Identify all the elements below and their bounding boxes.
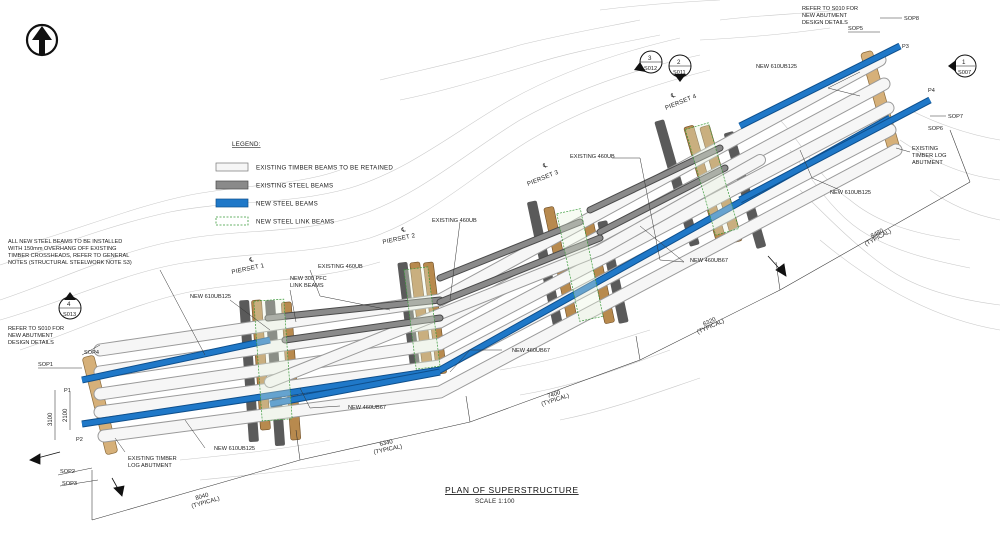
dimension-3100: 3100 [48,412,54,426]
point-p3: P3 [902,44,909,50]
label-new-610-a: NEW 610UB125 [190,294,231,300]
label-ex-460-a: EXISTING 460UB [318,264,363,270]
section-markers: 1 S007 2 S011 3 S012 4 S013 [58,50,977,320]
point-p2: P2 [76,437,83,443]
section-marker-2: 2 S011 [668,54,692,82]
section-1-number: 1 [962,59,966,66]
dimension-8040: 8040 [195,492,210,502]
notes: ALL NEW STEEL BEAMS TO BE INSTALLED WITH… [8,6,947,469]
dimension-6340-typical: (TYPICAL) [373,444,403,456]
pierset-3-label: PIERSET 3 [526,169,560,188]
point-sop5: SOP5 [848,26,863,32]
existing-steel-beams [264,144,729,344]
beams [81,42,932,443]
section-marker-1: 1 S007 [948,54,977,78]
dimension-6320: 6320 [702,317,717,328]
section-marker-3: 3 S012 [634,50,663,74]
legend-swatch-timber [215,162,249,172]
general-note-line3: TIMBER CROSSHEADS, REFER TO GENERAL [8,253,129,259]
legend-swatch-existing-steel [215,180,249,190]
left-abutment-note-line2: NEW ABUTMENT [8,333,54,339]
legend: LEGEND: EXISTING TIMBER BEAMS TO BE RETA… [215,141,393,226]
section-2-sheet: S011 [673,70,686,76]
timber-beams [93,53,903,443]
pierset-4-cl-symbol: ℄ [669,92,676,100]
label-new-460-a: NEW 460UB67 [348,405,386,411]
point-sop8: SOP8 [904,16,919,22]
pierset-2-cl-symbol: ℄ [400,226,407,234]
section-3-number: 3 [648,55,652,62]
right-abutment-note-line3: DESIGN DETAILS [802,20,848,26]
general-note-line2: WITH 150mm OVERHANG OFF EXISTING [8,246,116,252]
dimension-7400: 7400 [547,390,562,400]
drawing-title: PLAN OF SUPERSTRUCTURE SCALE 1:100 [445,485,579,505]
left-abutment-note-line3: DESIGN DETAILS [8,340,54,346]
point-sop7: SOP7 [948,114,963,120]
label-new-460-b: NEW 460UB67 [512,348,550,354]
section-4-number: 4 [67,301,71,308]
point-sop1: SOP1 [38,362,53,368]
point-p1: P1 [64,388,71,394]
section-3-sheet: S012 [644,66,657,72]
legend-swatch-new-steel [215,198,249,208]
legend-label-link-beams: NEW STEEL LINK BEAMS [256,219,334,226]
left-abutment-note-line1: REFER TO S010 FOR [8,326,64,332]
right-abutment-note-line1: REFER TO S010 FOR [802,6,858,12]
dimension-chains: 8040 (TYPICAL) 6340 (TYPICAL) 7400 (TYPI… [48,129,971,521]
general-note-line1: ALL NEW STEEL BEAMS TO BE INSTALLED [8,239,122,245]
drawing-title-main: PLAN OF SUPERSTRUCTURE [445,485,579,495]
new-steel-beams [81,42,932,428]
general-note-line4: NOTES (STRUCTURAL STEELWORK NOTE S3) [8,260,132,266]
section-cut-arrows [29,255,787,497]
beam-labels: NEW 610UB125 NEW 610UB125 NEW 610UB125 N… [190,64,871,452]
pierset-2-label: PIERSET 2 [382,232,416,246]
point-sop3: SOP3 [62,481,77,487]
setout-points: SOP4 SOP1 P1 P2 SOP2 SOP3 SOP5 SOP8 P3 P… [38,16,963,487]
pierset-1-label: PIERSET 1 [231,262,265,276]
point-p4: P4 [928,88,935,94]
point-sop4: SOP4 [84,350,99,356]
legend-label-new-steel: NEW STEEL BEAMS [256,201,318,208]
right-log-abutment-note-line1: EXISTING [912,146,938,152]
legend-label-timber: EXISTING TIMBER BEAMS TO BE RETAINED [256,165,393,172]
dimension-8480: 8480 [870,228,885,240]
label-ex-460-b: EXISTING 460UB [432,218,477,224]
section-1-sheet: S007 [958,70,971,76]
link-beams [253,122,740,422]
leader-lines [114,71,911,453]
legend-label-existing-steel: EXISTING STEEL BEAMS [256,183,333,190]
north-arrow-icon [25,23,59,57]
pierset-1-cl-symbol: ℄ [248,256,255,264]
pierset-4-label: PIERSET 4 [664,93,698,112]
pierset-3-cl-symbol: ℄ [541,162,548,170]
right-log-abutment-note-line2: TIMBER LOG [912,153,947,159]
right-log-abutment-note-line3: ABUTMENT [912,160,943,166]
point-sop2: SOP2 [60,469,75,475]
section-4-sheet: S013 [63,312,76,318]
label-new-610-b: NEW 610UB125 [214,446,255,452]
point-sop6: SOP6 [928,126,943,132]
section-2-number: 2 [677,59,681,66]
left-log-abutment-note-line1: EXISTING TIMBER [128,456,177,462]
drawing-title-scale: SCALE 1:100 [475,498,515,505]
dimension-6340: 6340 [379,439,394,448]
label-new-610-d: NEW 610UB125 [830,190,871,196]
label-new-610-c: NEW 610UB125 [756,64,797,70]
label-pfc-line2: LINK BEAMS [290,283,324,289]
label-pfc-line1: NEW 300 PFC [290,276,327,282]
section-marker-4: 4 S013 [58,292,82,320]
label-ex-460-c: EXISTING 460UB [570,154,615,160]
legend-title: LEGEND: [232,141,261,148]
dimension-2100: 2100 [63,408,69,422]
label-new-460-c: NEW 460UB67 [690,258,728,264]
right-abutment-note-line2: NEW ABUTMENT [802,13,848,19]
left-log-abutment-note-line2: LOG ABUTMENT [128,463,172,469]
legend-swatch-link-beams [215,216,249,226]
